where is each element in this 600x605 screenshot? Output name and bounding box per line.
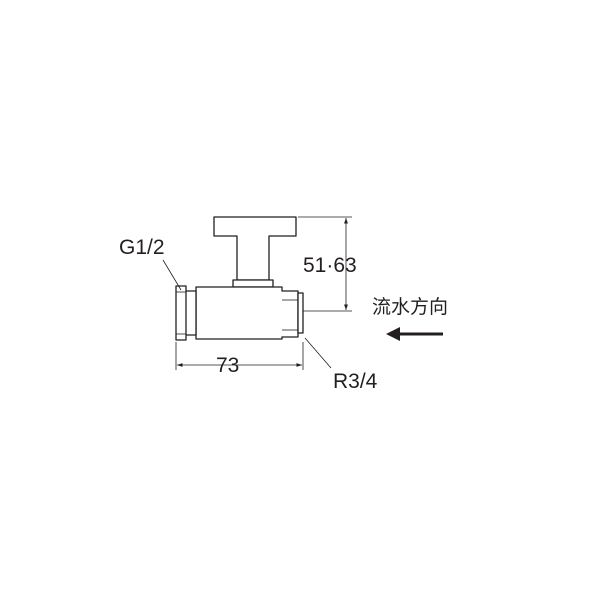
flow-direction-arrow: [386, 327, 443, 341]
height-dimension: [298, 216, 352, 312]
valve-main-body: [195, 286, 299, 340]
outlet-thread-label: R3/4: [333, 370, 378, 393]
inlet-leader-line: [162, 259, 182, 291]
outlet-fitting: [297, 292, 304, 334]
valve-handle: [213, 216, 297, 281]
length-dimension-label: 73: [216, 354, 239, 377]
length-dimension: [175, 342, 304, 370]
flow-direction-label: 流水方向: [372, 296, 448, 318]
inlet-thread-label: G1/2: [119, 236, 165, 259]
outlet-leader-line: [304, 337, 332, 369]
valve-stem: [232, 279, 274, 288]
inlet-fitting: [175, 285, 187, 341]
valve-body: [175, 216, 304, 341]
height-dimension-label: 51·63: [303, 254, 357, 277]
